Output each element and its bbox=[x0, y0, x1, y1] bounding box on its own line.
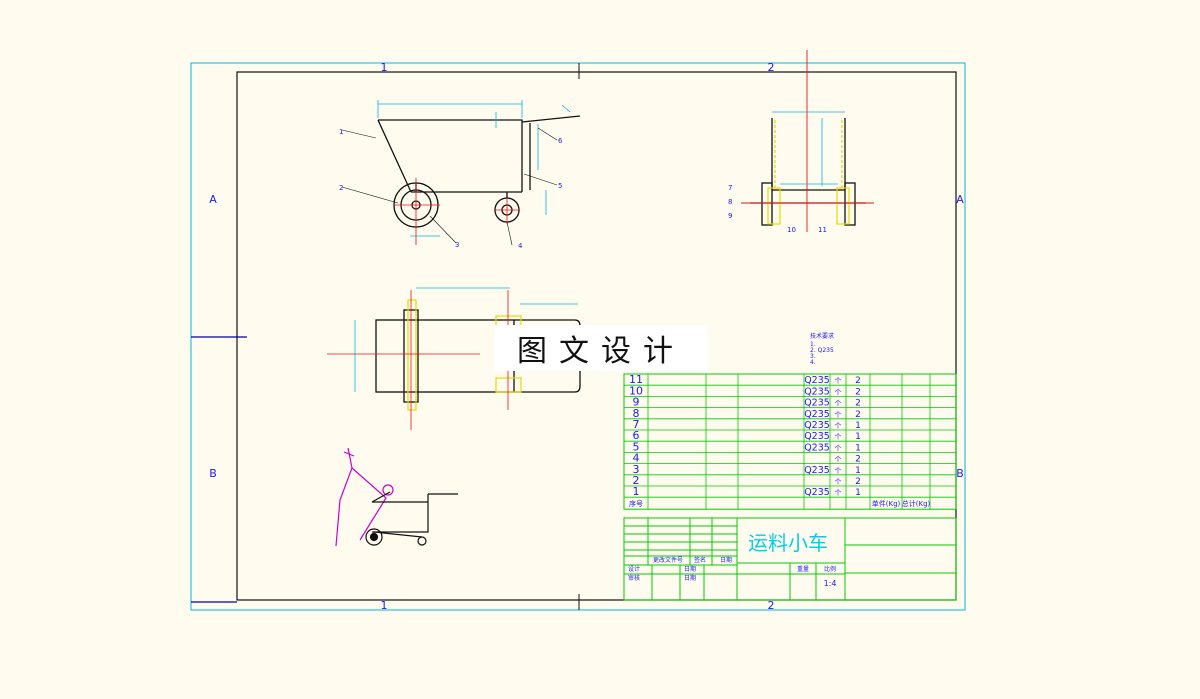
callout-5: 5 bbox=[558, 182, 562, 190]
side-view: 1 2 3 4 5 6 bbox=[339, 100, 581, 250]
title-block bbox=[623, 517, 957, 601]
part-no: 6 bbox=[633, 429, 640, 442]
tech-note-4: 4. bbox=[810, 359, 816, 366]
part-unit: 个 bbox=[835, 489, 842, 497]
part-qty: 2 bbox=[855, 455, 861, 465]
col-label-2-bottom: 2 bbox=[768, 599, 775, 612]
callout-8: 8 bbox=[728, 198, 732, 206]
part-unit: 个 bbox=[835, 422, 842, 430]
tb-date2-label-a: 日期 bbox=[684, 565, 696, 573]
part-unit: 个 bbox=[835, 411, 842, 419]
part-material: Q235 bbox=[804, 465, 830, 476]
tech-notes: 技术要求 1. 2. Q235 3. 4. bbox=[810, 332, 834, 366]
part-no: 1 bbox=[633, 485, 640, 498]
part-material: Q235 bbox=[804, 375, 830, 386]
part-qty: 1 bbox=[855, 443, 861, 453]
watermark: 图文设计 bbox=[494, 325, 708, 371]
part-material: Q235 bbox=[804, 487, 830, 498]
part-material: Q235 bbox=[804, 409, 830, 420]
part-unit: 个 bbox=[835, 377, 842, 385]
part-unit: 个 bbox=[835, 400, 842, 408]
part-qty: 1 bbox=[855, 466, 861, 476]
header-unit-weight: 单件(Kg) bbox=[872, 499, 901, 508]
part-unit: 个 bbox=[835, 456, 842, 464]
tech-note-3: 3. bbox=[810, 353, 816, 360]
part-material: Q235 bbox=[804, 420, 830, 431]
callout-11: 11 bbox=[818, 226, 827, 234]
callout-7: 7 bbox=[728, 184, 732, 192]
tech-notes-heading: 技术要求 bbox=[810, 332, 834, 340]
row-label-b-right: B bbox=[956, 467, 964, 480]
part-no: 9 bbox=[633, 396, 640, 409]
tb-doc-no-label: 更改文件号 bbox=[653, 556, 683, 564]
col-label-1-top: 1 bbox=[381, 61, 388, 74]
part-no: 4 bbox=[633, 452, 640, 465]
tech-note-1: 1. bbox=[810, 341, 816, 348]
callout-6: 6 bbox=[558, 137, 563, 145]
isometric-sketch bbox=[335, 447, 458, 547]
part-unit: 个 bbox=[835, 478, 842, 486]
left-ticks bbox=[191, 336, 247, 603]
part-qty: 1 bbox=[855, 432, 861, 442]
part-unit: 个 bbox=[835, 388, 842, 396]
tb-scale-value: 1:4 bbox=[824, 579, 837, 588]
tb-reviewer-label: 审核 bbox=[628, 574, 640, 582]
part-unit: 个 bbox=[835, 433, 842, 441]
callout-10: 10 bbox=[787, 226, 796, 234]
row-label-a-right: A bbox=[956, 193, 964, 206]
col-label-1-bottom: 1 bbox=[381, 599, 388, 612]
part-qty: 2 bbox=[855, 387, 861, 397]
callout-9: 9 bbox=[728, 212, 732, 220]
header-seq: 序号 bbox=[629, 499, 643, 508]
tb-designer-label: 设计 bbox=[628, 565, 640, 573]
row-label-a-left: A bbox=[209, 193, 217, 206]
tb-scale-label: 比例 bbox=[824, 565, 836, 573]
drawing-title: 运料小车 bbox=[748, 531, 828, 555]
tb-date-label: 日期 bbox=[720, 556, 732, 564]
front-view: 7 8 9 10 11 bbox=[728, 50, 874, 234]
part-no: 8 bbox=[633, 407, 640, 420]
part-qty: 2 bbox=[855, 399, 861, 409]
callout-1: 1 bbox=[339, 128, 343, 136]
tb-sign-label: 签名 bbox=[694, 556, 706, 564]
part-no: 2 bbox=[633, 474, 640, 487]
part-qty: 1 bbox=[855, 421, 861, 431]
inner-border bbox=[236, 71, 957, 601]
part-unit: 个 bbox=[835, 467, 842, 475]
tech-note-2: 2. Q235 bbox=[810, 347, 834, 354]
callout-3: 3 bbox=[455, 241, 459, 249]
part-qty: 2 bbox=[855, 477, 861, 487]
tb-date2-label-b: 日期 bbox=[684, 574, 696, 582]
part-material: Q235 bbox=[804, 431, 830, 442]
header-total-weight: 总计(Kg) bbox=[902, 499, 931, 508]
part-qty: 2 bbox=[855, 376, 861, 386]
col-label-2-top: 2 bbox=[768, 61, 775, 74]
part-material: Q235 bbox=[804, 442, 830, 453]
part-no: 11 bbox=[629, 373, 643, 386]
part-no: 3 bbox=[633, 463, 640, 476]
part-material: Q235 bbox=[804, 398, 830, 409]
part-no: 7 bbox=[633, 418, 640, 431]
part-material: Q235 bbox=[804, 386, 830, 397]
part-no: 10 bbox=[629, 384, 643, 397]
part-qty: 1 bbox=[855, 488, 861, 498]
row-label-b-left: B bbox=[209, 467, 217, 480]
callout-2: 2 bbox=[339, 184, 343, 192]
part-qty: 2 bbox=[855, 410, 861, 420]
title-block-left-grid bbox=[624, 518, 737, 600]
tb-weight-label: 重量 bbox=[797, 565, 809, 573]
part-no: 5 bbox=[633, 440, 640, 453]
callout-4: 4 bbox=[518, 242, 523, 250]
part-unit: 个 bbox=[835, 444, 842, 452]
